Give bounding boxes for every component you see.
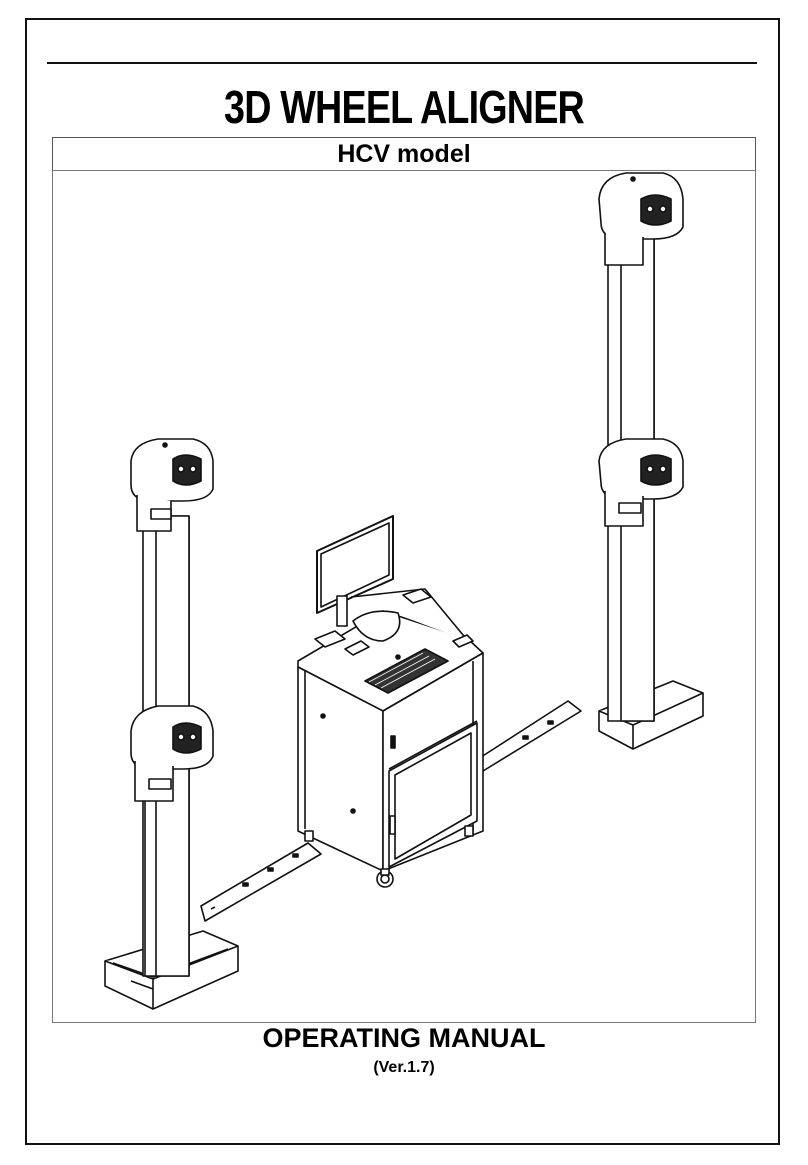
wheel-aligner-illustration-icon <box>53 171 755 1022</box>
document-title: 3D WHEEL ALIGNER <box>73 80 736 134</box>
floor-cable-right <box>478 701 581 771</box>
version-label: (Ver.1.7) <box>0 1059 808 1077</box>
right-camera-tower <box>599 173 703 749</box>
manual-title: OPERATING MANUAL <box>0 1023 808 1054</box>
illustration-frame <box>52 170 756 1023</box>
aligner-console <box>298 516 483 887</box>
floor-cable-left <box>201 843 321 921</box>
title-rule <box>47 62 757 64</box>
left-camera-tower <box>105 439 238 1009</box>
model-label: HCV model <box>52 137 756 171</box>
